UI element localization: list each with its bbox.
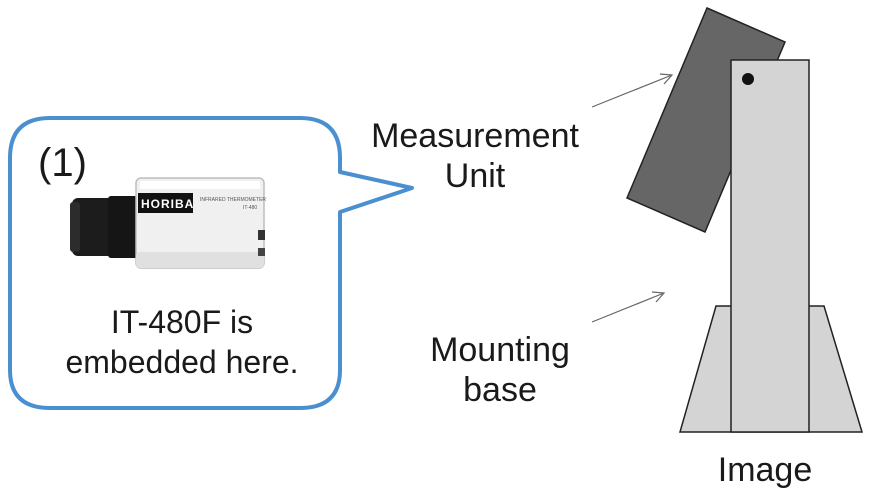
camera-model-line2: IT-480 <box>243 205 257 211</box>
image-caption: Image <box>717 451 813 489</box>
mounting-base-label-line1: Mounting <box>430 331 570 369</box>
pointer-arrows <box>591 73 674 323</box>
measurement-unit-label-line2: Unit <box>444 157 506 195</box>
bubble-number: (1) <box>38 141 87 185</box>
pivot-dot <box>742 73 754 85</box>
measurement-unit-label: Measurement Unit <box>350 116 600 196</box>
mounting-base-arrow <box>591 292 665 323</box>
measurement-unit-label-line1: Measurement <box>371 117 579 155</box>
mounting-column <box>730 59 810 433</box>
camera-illustration: HORIBA INFRARED THERMOMETER IT-480 <box>70 177 266 269</box>
camera-brand: HORIBA <box>141 197 194 211</box>
bubble-caption: IT-480F is embedded here. <box>22 302 342 382</box>
mounting-base-label-line2: base <box>463 371 537 409</box>
bubble-caption-line2: embedded here. <box>65 344 299 380</box>
measurement-unit-arrow <box>591 74 673 108</box>
bubble-caption-line1: IT-480F is <box>110 304 254 340</box>
mounting-base-label: Mounting base <box>410 330 590 410</box>
camera-model-line1: INFRARED THERMOMETER <box>200 197 266 203</box>
